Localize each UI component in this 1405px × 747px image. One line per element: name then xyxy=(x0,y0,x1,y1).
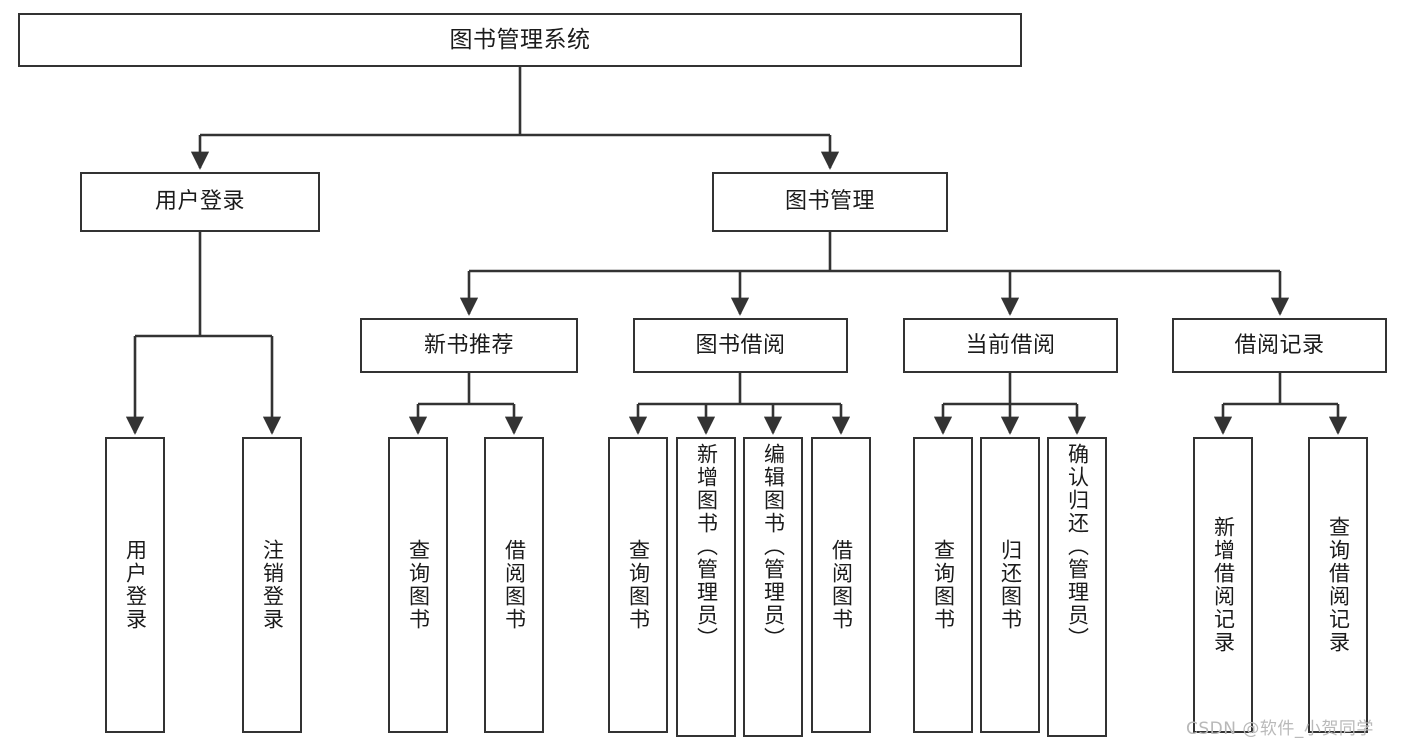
node-label: 查询图书 xyxy=(931,539,956,631)
node-new-book-recommend[interactable]: 新书推荐 xyxy=(360,318,578,373)
leaf-return-book[interactable]: 归还图书 xyxy=(980,437,1040,733)
node-label: 编辑图书（管理员） xyxy=(761,443,786,650)
leaf-borrow-book-borrow[interactable]: 借阅图书 xyxy=(811,437,871,733)
leaf-query-book-borrow[interactable]: 查询图书 xyxy=(608,437,668,733)
leaf-query-book-current[interactable]: 查询图书 xyxy=(913,437,973,733)
node-label: 查询图书 xyxy=(406,539,431,631)
node-label: 当前借阅 xyxy=(965,332,1056,358)
node-label: 查询借阅记录 xyxy=(1326,516,1351,654)
node-label: 用户登录 xyxy=(154,189,245,215)
node-current-borrow[interactable]: 当前借阅 xyxy=(903,318,1118,373)
leaf-add-book[interactable]: 新增图书（管理员） xyxy=(676,437,736,737)
node-label: 图书管理系统 xyxy=(449,26,591,53)
leaf-user-login[interactable]: 用户登录 xyxy=(105,437,165,733)
node-user-login[interactable]: 用户登录 xyxy=(80,172,320,232)
leaf-query-borrow-record[interactable]: 查询借阅记录 xyxy=(1308,437,1368,733)
node-label: 注销登录 xyxy=(260,539,285,631)
leaf-confirm-return[interactable]: 确认归还（管理员） xyxy=(1047,437,1107,737)
node-book-borrow[interactable]: 图书借阅 xyxy=(633,318,848,373)
node-label: 新增借阅记录 xyxy=(1211,516,1236,654)
leaf-borrow-book-newbook[interactable]: 借阅图书 xyxy=(484,437,544,733)
leaf-logout[interactable]: 注销登录 xyxy=(242,437,302,733)
node-label: 图书借阅 xyxy=(695,332,786,358)
node-label: 新书推荐 xyxy=(423,332,514,358)
csdn-watermark: CSDN @软件_小贺同学 xyxy=(1186,719,1374,739)
leaf-edit-book[interactable]: 编辑图书（管理员） xyxy=(743,437,803,737)
node-label: 归还图书 xyxy=(998,539,1023,631)
node-label: 图书管理 xyxy=(784,189,875,215)
node-label: 查询图书 xyxy=(626,539,651,631)
leaf-add-borrow-record[interactable]: 新增借阅记录 xyxy=(1193,437,1253,733)
node-label: 借阅图书 xyxy=(829,539,854,631)
node-book-manage[interactable]: 图书管理 xyxy=(712,172,948,232)
node-root-system[interactable]: 图书管理系统 xyxy=(18,13,1022,67)
node-borrow-record[interactable]: 借阅记录 xyxy=(1172,318,1387,373)
node-label: 确认归还（管理员） xyxy=(1065,443,1090,650)
node-label: 借阅记录 xyxy=(1234,332,1325,358)
leaf-query-book-newbook[interactable]: 查询图书 xyxy=(388,437,448,733)
node-label: 借阅图书 xyxy=(502,539,527,631)
node-label: 用户登录 xyxy=(123,539,148,631)
node-label: 新增图书（管理员） xyxy=(694,443,719,650)
